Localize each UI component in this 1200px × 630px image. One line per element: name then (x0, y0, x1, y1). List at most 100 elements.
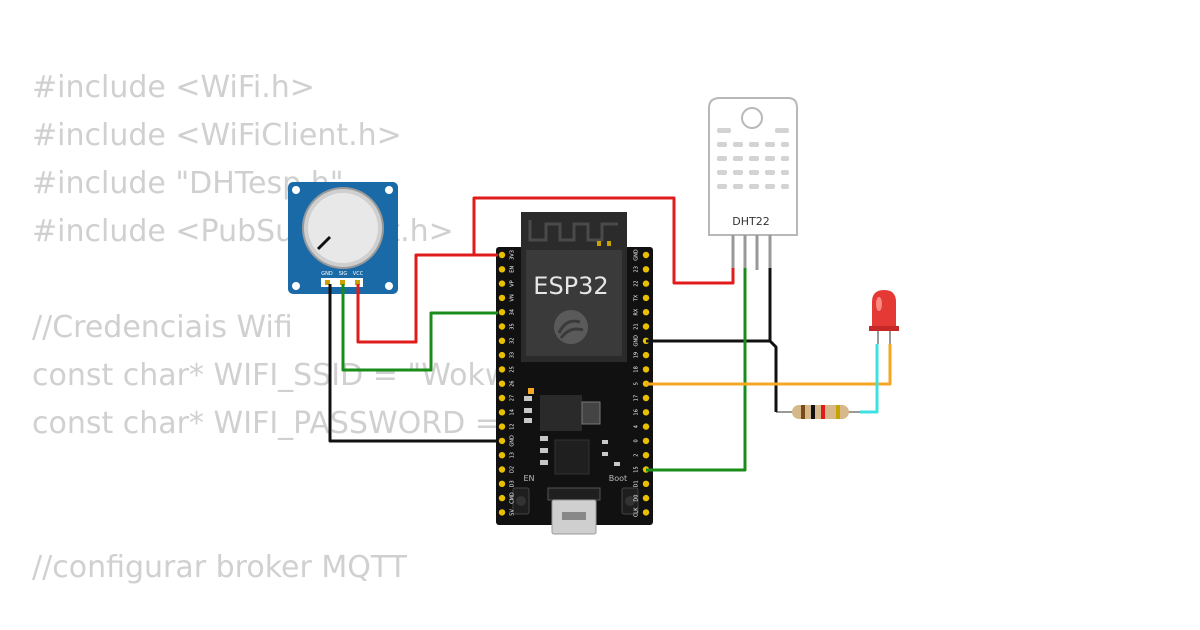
esp32-pin-label: 23 (634, 266, 640, 272)
esp32-pin-label: 13 (510, 452, 516, 458)
esp32-pin-left-cmd[interactable] (498, 494, 506, 502)
esp32-pin-left-d2[interactable] (498, 466, 506, 473)
logo-stroke (557, 319, 584, 339)
regulator-tab (581, 401, 601, 425)
esp32-pin-label: 5 (634, 382, 640, 385)
esp32-pin-label: 16 (634, 409, 640, 415)
esp32-pin-right-rx[interactable] (642, 309, 650, 316)
esp32-pin-right-19[interactable] (642, 351, 650, 359)
wire-3v3-to-pot-vcc[interactable] (356, 253, 498, 344)
esp32-pin-right-d1[interactable] (642, 480, 650, 487)
code-line: #include <WiFiClient.h> (32, 118, 402, 153)
pot-pin-sig[interactable] (340, 280, 345, 285)
esp32-pin-right-21[interactable] (642, 323, 650, 330)
esp32-pin-right-gnd[interactable] (642, 251, 650, 259)
esp32-pin-left-26[interactable] (498, 380, 506, 387)
esp32-pin-label: 15 (634, 466, 640, 472)
esp32-pin-left-en[interactable] (498, 266, 506, 273)
dht22-mount-hole (741, 107, 763, 129)
resistor-band (836, 405, 840, 419)
smd-components (524, 396, 620, 466)
esp32-pin-left-35[interactable] (498, 323, 506, 330)
esp32-pin-left-14[interactable] (498, 409, 506, 416)
antenna-pad (607, 241, 611, 246)
esp32-pin-right-clk[interactable] (642, 509, 650, 516)
esp32-pin-left-13[interactable] (498, 452, 506, 459)
esp32-pin-label: D1 (634, 480, 640, 487)
esp32-pin-label: 18 (634, 366, 640, 372)
esp32-pin-label: RX (634, 308, 640, 315)
voltage-regulator (540, 395, 582, 431)
wire-pin5-to-led-anode[interactable] (646, 344, 892, 386)
esp32-pin-left-34[interactable] (498, 309, 506, 316)
pot-pin-vcc[interactable] (355, 280, 360, 285)
esp32-pin-right-d0[interactable] (642, 494, 650, 502)
esp32-pin-left-32[interactable] (498, 337, 506, 344)
esp32-pin-right-22[interactable] (642, 280, 650, 287)
pot-pin-label-vcc: VCC (353, 271, 364, 277)
esp32-pin-label: EN (510, 266, 516, 273)
esp32-pin-label: CLK (634, 507, 640, 517)
esp32-pin-label: 17 (634, 395, 640, 401)
usb-opening (562, 512, 586, 520)
esp32-pin-left-3v3[interactable] (498, 251, 506, 259)
wire-gnd-to-pot-gnd[interactable] (328, 284, 498, 443)
code-line: //Credenciais Wifi (32, 310, 293, 345)
esp32-pin-left-vn[interactable] (498, 294, 506, 302)
potentiometer[interactable]: GND SIG VCC (288, 182, 398, 294)
esp32-pin-right-tx[interactable] (642, 294, 650, 302)
esp32-pin-right-4[interactable] (642, 423, 650, 430)
esp32-pin-left-25[interactable] (498, 366, 506, 373)
antenna-trace (528, 220, 618, 242)
esp32-pin-left-gnd[interactable] (498, 437, 506, 445)
pot-pin-gnd[interactable] (325, 280, 330, 285)
esp32-pin-label: 2 (634, 454, 640, 457)
esp32-pin-right-17[interactable] (642, 394, 650, 402)
esp32-pin-label: GND (510, 435, 516, 447)
wire-pin34-to-pot-sig[interactable] (341, 284, 498, 372)
wires (328, 196, 892, 472)
led-highlight (876, 297, 882, 311)
espressif-logo-icon (554, 310, 588, 344)
esp32-pin-left-27[interactable] (498, 394, 506, 402)
esp32-pin-label: D3 (510, 480, 516, 487)
en-button-cap (516, 496, 526, 506)
esp32-pin-label: 21 (634, 323, 640, 329)
boot-button-label: Boot (609, 474, 627, 483)
mount-hole (292, 186, 300, 194)
esp32-pin-left-5v[interactable] (498, 509, 506, 516)
esp32-board[interactable]: ESP32 EN Boot 3V3ENVPVN34353233252627141… (496, 212, 653, 535)
dht22-label: DHT22 (732, 215, 769, 228)
dht22-grille (717, 128, 789, 189)
wire-gnd-to-resistor[interactable] (768, 339, 778, 412)
esp32-pin-label: 19 (634, 352, 640, 358)
mount-hole (385, 282, 393, 290)
esp32-pin-label: CMD (510, 492, 516, 504)
wire-pin15-to-dht22-sda[interactable] (646, 268, 747, 472)
resistor[interactable] (776, 405, 860, 419)
esp32-pin-label: 0 (634, 439, 640, 442)
en-button-label: EN (523, 474, 534, 483)
esp32-pin-label: 25 (510, 366, 516, 372)
dht22-sensor[interactable]: DHT22 (708, 97, 798, 270)
esp32-pin-label: 32 (510, 338, 516, 344)
boot-button-cap (625, 496, 635, 506)
wire-gnd-to-dht22-gnd[interactable] (646, 268, 772, 343)
esp32-pin-label: 4 (634, 425, 640, 428)
esp32-pin-right-0[interactable] (642, 437, 650, 445)
red-led[interactable] (869, 290, 899, 344)
esp32-pin-label: VN (510, 294, 516, 301)
esp32-pin-right-23[interactable] (642, 266, 650, 273)
dht22-pins[interactable] (731, 235, 772, 270)
wire-resistor-to-led-cathode[interactable] (860, 344, 879, 414)
esp32-pin-left-33[interactable] (498, 351, 506, 359)
pot-pin-label-sig: SIG (339, 271, 348, 277)
esp32-pin-left-12[interactable] (498, 423, 506, 430)
esp32-pin-right-16[interactable] (642, 409, 650, 416)
esp32-pin-label: GND (634, 335, 640, 347)
esp32-pin-right-18[interactable] (642, 366, 650, 373)
esp32-pin-right-2[interactable] (642, 452, 650, 459)
esp32-pin-label: 27 (510, 395, 516, 401)
esp32-pin-left-d3[interactable] (498, 480, 506, 487)
esp32-pin-left-vp[interactable] (498, 280, 506, 287)
